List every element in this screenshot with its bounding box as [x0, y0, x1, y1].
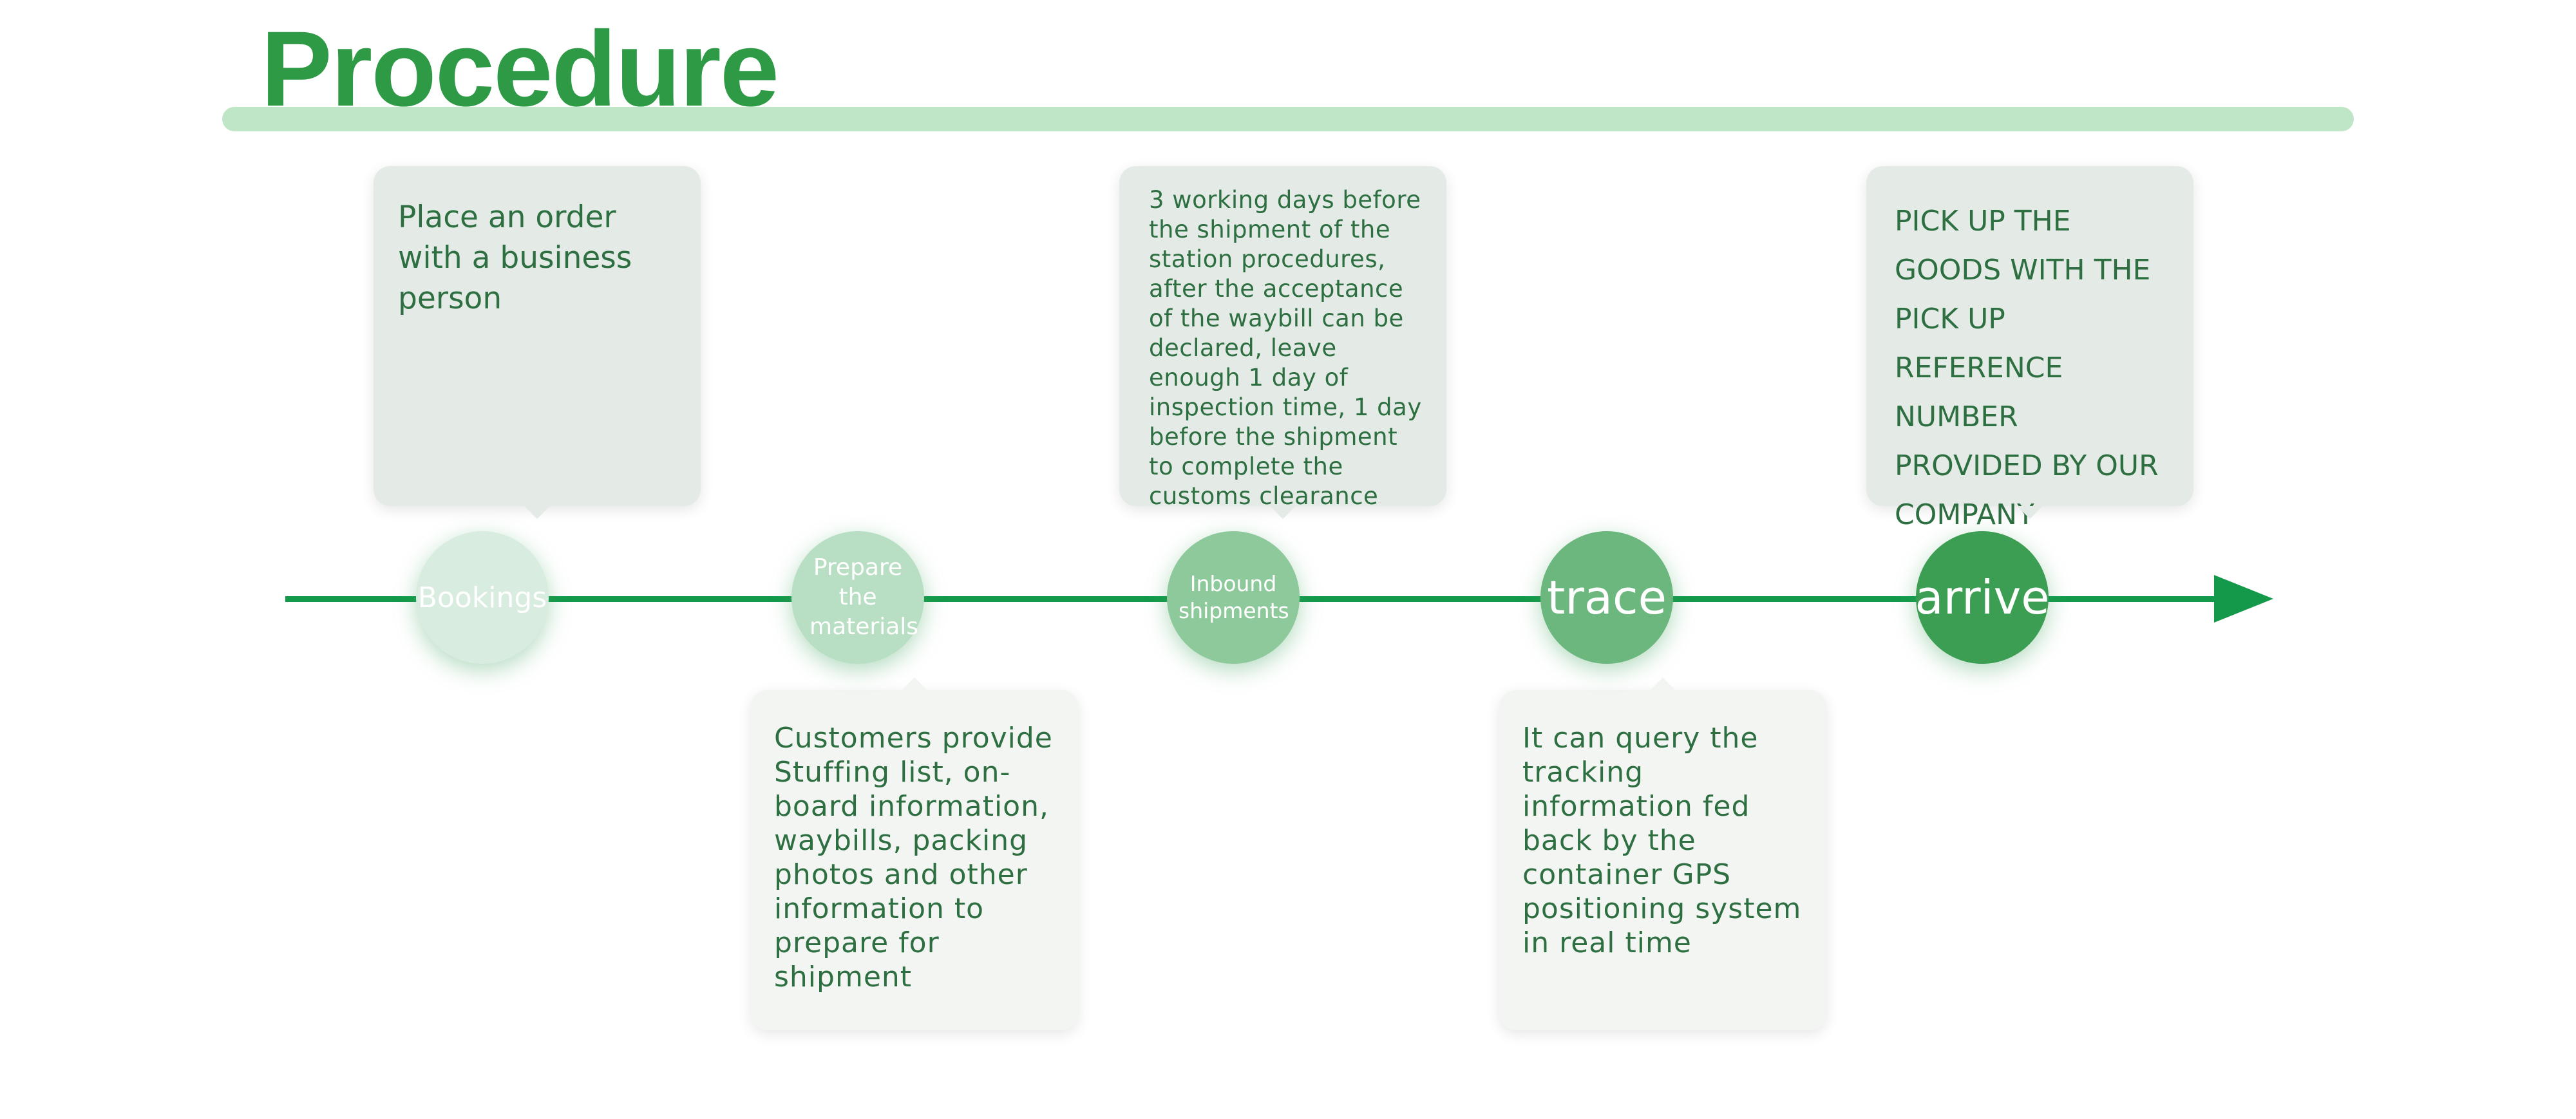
step-card-bookings: Place an order with a business person [374, 166, 701, 519]
step-description: It can query the tracking information fe… [1522, 722, 1802, 959]
step-description: Customers provide Stuffing list, on-boar… [774, 722, 1053, 993]
step-label: Bookings [417, 581, 547, 614]
step-label: Prepare the materials [810, 554, 919, 640]
step-description: PICK UP THE GOODS WITH THE PICK UP REFER… [1895, 205, 2159, 531]
step-node-prepare-materials: Prepare the materials [791, 531, 924, 664]
step-card-prepare-materials: Customers provide Stuffing list, on-boar… [751, 677, 1078, 1030]
step-node-trace: trace [1540, 531, 1673, 664]
step-label: Inbound shipments [1179, 571, 1289, 623]
title-underline-bar [222, 107, 2354, 131]
step-node-inbound-shipments: Inbound shipments [1167, 531, 1300, 664]
timeline-arrow-icon [2214, 575, 2273, 623]
step-card-inbound-shipments: 3 working days before the shipment of th… [1119, 166, 1446, 519]
step-card-trace: It can query the tracking information fe… [1499, 677, 1826, 1030]
step-label: trace [1547, 570, 1667, 625]
step-card-arrive: PICK UP THE GOODS WITH THE PICK UP REFER… [1866, 166, 2193, 531]
step-label: arrive [1915, 570, 2050, 625]
step-description: Place an order with a business person [398, 200, 632, 316]
step-node-bookings: Bookings [416, 531, 549, 664]
step-node-arrive: arrive [1915, 531, 2050, 664]
page-title: Procedure [261, 10, 779, 129]
step-description: 3 working days before the shipment of th… [1149, 186, 1422, 510]
